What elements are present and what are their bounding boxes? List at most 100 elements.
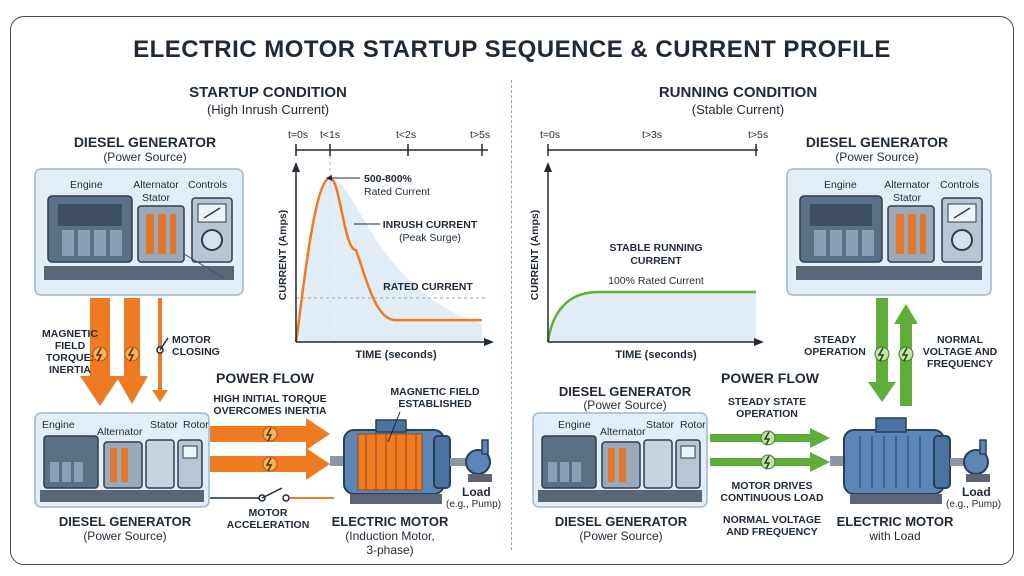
running-power-arrows xyxy=(868,298,918,406)
running-gen-top-controls: Controls xyxy=(940,179,980,191)
startup-closing-label-1: MOTOR xyxy=(172,334,211,346)
running-gen-bottom-engine: Engine xyxy=(558,419,591,431)
startup-load-label: Load xyxy=(462,485,491,499)
startup-power-arrows-down xyxy=(80,298,169,406)
running-stable-label-3: 100% Rated Current xyxy=(608,275,704,287)
startup-x-axis-label: TIME (seconds) xyxy=(355,349,437,361)
startup-magnetic-label-4: INERTIA xyxy=(49,364,91,376)
startup-gen-bottom-rotor: Rotor xyxy=(183,419,209,431)
running-power-flow-title: POWER FLOW xyxy=(721,370,819,386)
startup-power-flow-arrows xyxy=(210,418,330,480)
startup-gen-bottom-subtitle: (Power Source) xyxy=(83,529,167,543)
running-current-line xyxy=(546,290,756,343)
startup-acceleration-label-2: ACCELERATION xyxy=(226,519,310,531)
running-normal-label-1: NORMAL xyxy=(936,334,984,346)
running-power-flow-line4: CONTINUOUS LOAD xyxy=(720,492,824,504)
running-steady-label-2: OPERATION xyxy=(804,346,866,358)
startup-gen-top-alternator: Alternator xyxy=(133,179,179,191)
running-subheading: (Stable Current) xyxy=(691,102,785,117)
running-gen-bottom-subtitle: (Power Source) xyxy=(579,529,663,543)
startup-power-flow-line1: HIGH INITIAL TORQUE xyxy=(213,393,327,405)
startup-magnetic-label-3: TORQUE: xyxy=(45,352,95,364)
startup-tick-1: t<1s xyxy=(320,129,340,141)
startup-gen-top-stator: Stator xyxy=(141,192,170,204)
running-power-flow-line2: OPERATION xyxy=(736,408,798,420)
startup-load-sublabel: (e.g., Pump) xyxy=(446,499,502,510)
section-divider xyxy=(511,80,512,550)
startup-rated-label: RATED CURRENT xyxy=(383,281,473,293)
running-motor-illustration xyxy=(830,417,990,504)
startup-peak-label-1: 500-800% xyxy=(364,173,413,185)
startup-field-label-1: MAGNETIC FIELD xyxy=(390,386,480,398)
startup-y-axis-label: CURRENT (Amps) xyxy=(277,210,289,300)
running-steady-label-1: STEADY xyxy=(813,334,857,346)
running-gen-bottom-rotor: Rotor xyxy=(680,419,706,431)
startup-peak-label-2: Rated Current xyxy=(364,186,430,198)
startup-acceleration-label-1: MOTOR xyxy=(248,507,288,519)
startup-magnetic-label-2: FIELD xyxy=(54,340,86,352)
startup-subheading: (High Inrush Current) xyxy=(206,102,330,117)
running-motor-title: ELECTRIC MOTOR xyxy=(836,514,954,529)
running-gen-bottom-title: DIESEL GENERATOR xyxy=(554,514,688,529)
startup-gen-bottom-title: DIESEL GENERATOR xyxy=(58,514,192,529)
running-gen-bottom-alternator: Alternator xyxy=(600,426,646,438)
startup-gen-top-engine: Engine xyxy=(70,179,103,191)
startup-power-flow-line2: OVERCOMES INERTIA xyxy=(213,405,327,417)
running-load-label: Load xyxy=(962,485,991,499)
startup-motor-illustration xyxy=(330,412,492,504)
startup-generator-bottom-illustration xyxy=(34,412,210,508)
running-stable-label-2: CURRENT xyxy=(630,255,682,267)
startup-magnetic-label-1: MAGNETIC xyxy=(42,328,98,340)
startup-closing-label-2: CLOSING xyxy=(172,346,220,358)
running-stable-label-1: STABLE RUNNING xyxy=(609,242,702,254)
running-load-sublabel: (e.g., Pump) xyxy=(946,499,1002,510)
running-power-flow-line6: AND FREQUENCY xyxy=(726,526,818,538)
running-tick-0: t=0s xyxy=(540,129,560,141)
running-power-flow-line1: STEADY STATE xyxy=(727,396,807,408)
running-normal-label-3: FREQUENCY xyxy=(927,358,993,370)
startup-gen-bottom-engine: Engine xyxy=(42,419,75,431)
startup-tick-0: t=0s xyxy=(288,129,308,141)
running-gen-top-subtitle: (Power Source) xyxy=(835,150,919,164)
main-title: ELECTRIC MOTOR STARTUP SEQUENCE & CURREN… xyxy=(133,36,891,63)
startup-gen-top-controls: Controls xyxy=(188,179,228,191)
running-gen-top-stator: Stator xyxy=(892,192,921,204)
startup-motor-sub2: 3-phase) xyxy=(366,543,414,557)
startup-generator-top-illustration xyxy=(34,168,244,296)
startup-power-flow-title: POWER FLOW xyxy=(216,370,314,386)
startup-acceleration-switch xyxy=(210,487,334,502)
running-generator-bottom-illustration xyxy=(532,412,708,508)
running-tick-2: t>5s xyxy=(748,129,768,141)
startup-gen-top-subtitle: (Power Source) xyxy=(103,150,187,164)
startup-tick-3: t>5s xyxy=(470,129,490,141)
startup-gen-top-title: DIESEL GENERATOR xyxy=(73,134,217,150)
startup-gen-bottom-alternator: Alternator xyxy=(97,426,143,438)
running-tick-1: t>3s xyxy=(642,129,662,141)
running-power-flow-arrows xyxy=(710,428,830,472)
running-heading: RUNNING CONDITION xyxy=(658,84,818,101)
running-motor-sub1: with Load xyxy=(869,529,921,543)
startup-motor-sub1: (Induction Motor, xyxy=(345,529,435,543)
running-normal-label-2: VOLTAGE AND xyxy=(922,346,998,358)
running-power-flow-line3: MOTOR DRIVES xyxy=(731,480,813,492)
running-area-fill xyxy=(548,292,756,342)
running-power-flow-line5: NORMAL VOLTAGE xyxy=(723,514,821,526)
startup-motor-title: ELECTRIC MOTOR xyxy=(331,514,449,529)
running-gen-top-engine: Engine xyxy=(824,179,857,191)
startup-inrush-label-2: (Peak Surge) xyxy=(399,232,461,244)
startup-inrush-label-1: INRUSH CURRENT xyxy=(383,219,478,231)
running-gen-bottom-stator: Stator xyxy=(646,419,675,431)
startup-heading: STARTUP CONDITION xyxy=(189,84,347,101)
running-y-axis-label: CURRENT (Amps) xyxy=(529,210,541,300)
running-x-axis-label: TIME (seconds) xyxy=(615,349,697,361)
running-gen-bottom-title-top: DIESEL GENERATOR xyxy=(558,384,692,399)
running-gen-bottom-subtitle-top: (Power Source) xyxy=(583,398,667,412)
startup-current-line xyxy=(294,176,482,343)
startup-tick-2: t<2s xyxy=(396,129,416,141)
startup-field-label-2: ESTABLISHED xyxy=(398,398,472,410)
startup-gen-bottom-stator: Stator xyxy=(150,419,179,431)
running-gen-top-alternator: Alternator xyxy=(884,179,930,191)
running-current-chart: t=0s t>3s t>5s CURRENT (Amps) TIME (seco… xyxy=(529,129,768,361)
startup-current-chart: t=0s t<1s t<2s t>5s CURRENT (Amps) TIME … xyxy=(277,129,494,361)
running-generator-top-illustration xyxy=(786,168,992,296)
